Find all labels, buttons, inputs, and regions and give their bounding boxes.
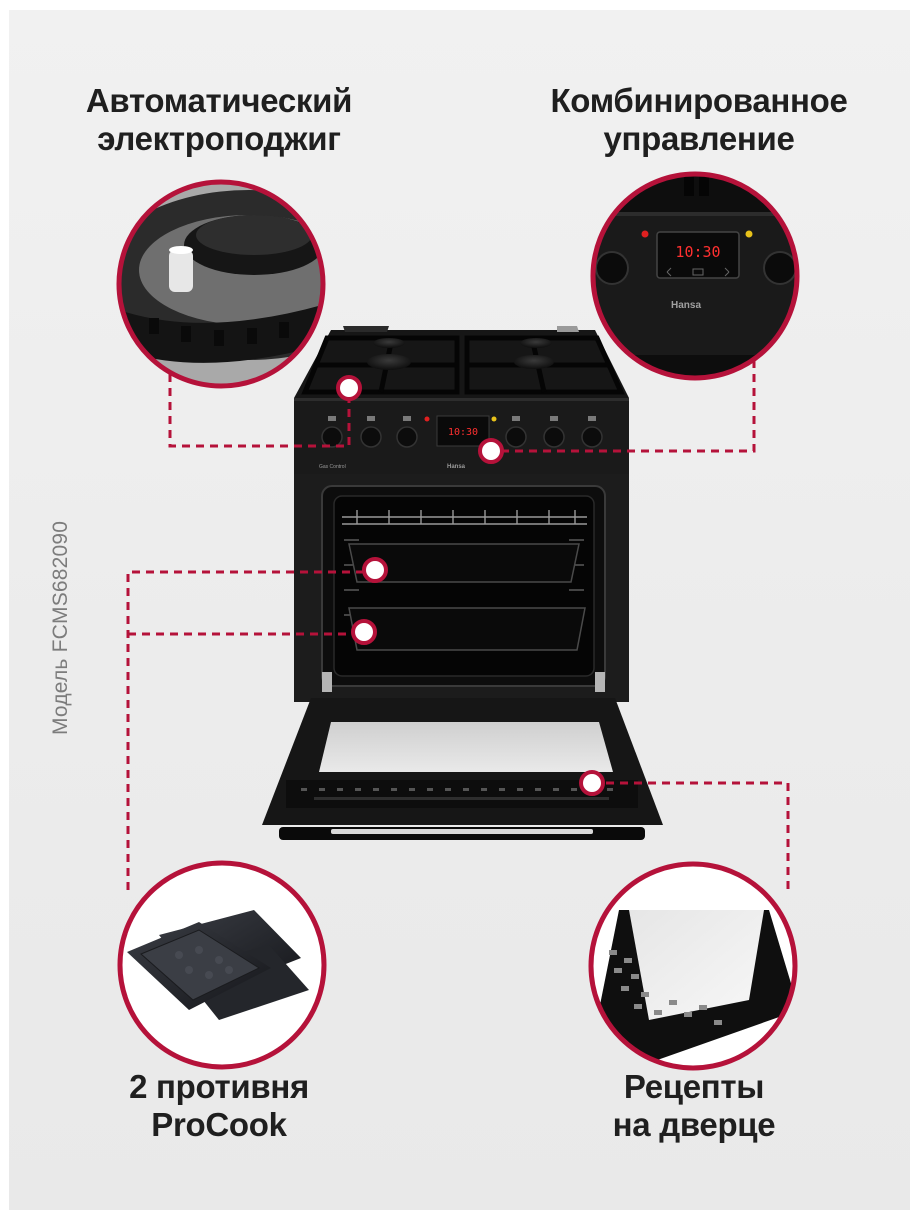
zoom-circle-control: 10:30 Hansa — [590, 171, 800, 381]
burner-front-right — [514, 355, 554, 369]
feature-recipes-line1: Рецепты — [623, 1068, 765, 1105]
zoom-circle-trays — [117, 860, 327, 1070]
timer-display-small: 10:30 — [448, 427, 478, 438]
product-illustration: 10:30 Hansa Gas Control — [116, 171, 800, 1071]
feature-control-line2: управление — [603, 120, 795, 157]
oven-tray-upper — [348, 543, 580, 583]
burner-front-left — [367, 354, 411, 370]
callout-dot-ignition — [336, 375, 362, 401]
control-knobs — [321, 426, 603, 448]
feature-title-recipes: Рецепты на дверце — [579, 1068, 809, 1144]
knob-4[interactable] — [505, 426, 527, 448]
feature-ignition-line2: электроподжиг — [97, 120, 341, 157]
zoom-circle-recipes — [588, 861, 798, 1071]
knob-5[interactable] — [543, 426, 565, 448]
feature-title-control: Комбинированное управление — [529, 82, 869, 158]
knob-3[interactable] — [396, 426, 418, 448]
callout-line-recipes — [592, 781, 790, 890]
callout-line-ignition — [168, 360, 351, 448]
callout-line-control — [491, 360, 756, 453]
callout-dot-lower-tray — [351, 619, 377, 645]
product-infographic: Автоматический электроподжиг Комбинирова… — [9, 10, 910, 1210]
feature-trays-line1: 2 противня — [129, 1068, 309, 1105]
zoom-indicator-yellow — [745, 230, 753, 238]
feature-trays-line2: ProCook — [151, 1106, 287, 1143]
callout-line-trays — [126, 570, 375, 890]
zoom-timer-display: 10:30 — [675, 243, 720, 261]
callout-dot-door — [579, 770, 605, 796]
zoom-knob-left — [595, 251, 629, 285]
knob-6[interactable] — [581, 426, 603, 448]
feature-title-ignition: Автоматический электроподжиг — [59, 82, 379, 158]
zoom-recipe-icons — [609, 950, 722, 1025]
stove: 10:30 Hansa Gas Control — [262, 326, 663, 840]
callout-lines — [126, 360, 790, 890]
feature-title-trays: 2 противня ProCook — [89, 1068, 349, 1144]
zoom-circle-ignition — [116, 179, 326, 389]
knob-2[interactable] — [360, 426, 382, 448]
callout-dots — [336, 375, 605, 796]
callout-dot-upper-tray — [362, 557, 388, 583]
zoom-door-glass — [629, 910, 764, 1020]
zoom-indicator-red — [641, 230, 649, 238]
indicator-yellow-light — [491, 416, 497, 422]
oven-door-glass — [319, 722, 613, 772]
brand-logo-small: Hansa — [447, 464, 466, 470]
knob-1[interactable] — [321, 426, 343, 448]
indicator-red-light — [424, 416, 430, 422]
knob-symbol-marks — [328, 416, 596, 421]
callout-dot-control — [478, 438, 504, 464]
timer-unit — [436, 415, 490, 447]
zoom-brand-logo: Hansa — [671, 300, 701, 311]
zoom-knob-right — [763, 251, 797, 285]
feature-control-line1: Комбинированное — [550, 82, 848, 119]
feature-ignition-line1: Автоматический — [85, 82, 353, 119]
ignition-electrode-icon — [169, 250, 193, 292]
zoom-timer-unit — [656, 231, 740, 279]
gas-control-label: Gas Control — [319, 464, 346, 470]
oven-tray-lower — [348, 607, 586, 651]
feature-recipes-line2: на дверце — [612, 1106, 776, 1143]
oven-wire-rack — [342, 510, 587, 525]
